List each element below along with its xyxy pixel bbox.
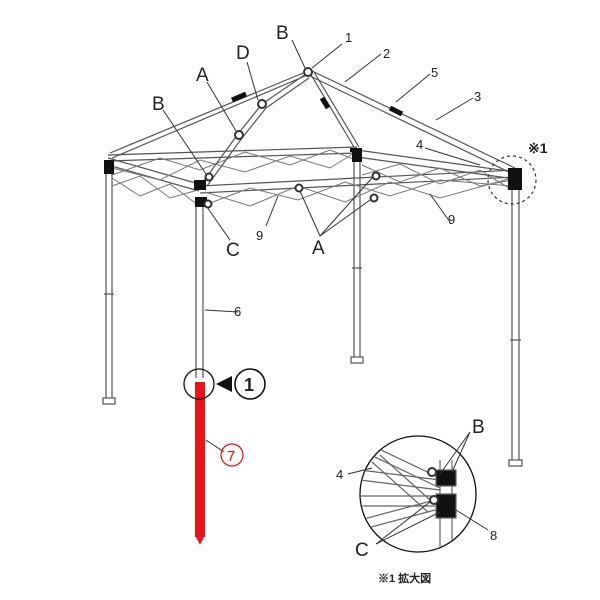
joint-D (257, 99, 267, 109)
label-B-top: B (276, 23, 289, 44)
joint-A-1 (294, 183, 304, 193)
joint-B-corner (204, 172, 214, 182)
joint-C-corner (203, 199, 213, 209)
legs (102, 162, 523, 467)
zoom-label-C: C (355, 540, 369, 561)
label-3: 3 (474, 89, 481, 104)
label-C-left: C (226, 240, 240, 261)
leg-part-7-highlight (195, 382, 205, 545)
label-5: 5 (431, 65, 438, 80)
label-9-left: 9 (256, 228, 263, 243)
joint-A-2 (371, 171, 381, 181)
zoom-inset (347, 431, 489, 553)
roof-ribs (109, 69, 516, 187)
joint-A-3 (369, 193, 379, 203)
joint-A-rib (234, 130, 244, 140)
label-7-ring (220, 443, 244, 467)
label-7: 7 (227, 448, 235, 465)
label-6: 6 (234, 304, 241, 319)
label-A-bottom: A (312, 238, 325, 259)
zoom-label-4: 4 (336, 467, 343, 482)
zoom-label-8: 8 (490, 528, 497, 543)
label-step-1: 1 (244, 375, 254, 395)
label-note-1-marker: ※1 (528, 140, 548, 156)
joints (203, 67, 381, 209)
label-2: 2 (383, 46, 390, 61)
label-B-left: B (152, 94, 165, 115)
zoom-label-B: B (472, 417, 485, 438)
label-A-left: A (196, 65, 209, 86)
zoom-caption: ※1 拡大図 (378, 571, 431, 585)
leg-joint-callout (183, 368, 215, 400)
label-1: 1 (345, 30, 352, 45)
leader-lines (162, 39, 481, 453)
corner-brackets (104, 148, 522, 207)
label-4: 4 (416, 137, 423, 152)
step-1-arrow (216, 368, 266, 400)
zoom-callout-circle (487, 155, 537, 205)
label-D: D (236, 43, 250, 64)
roof-perimeter (107, 146, 516, 194)
scissor-trusses (111, 149, 513, 207)
labels: B 1 D 2 5 A 3 B 4 ※1 9 9 C A 6 1 7 B 4 8… (152, 23, 548, 585)
label-9-right: 9 (448, 212, 455, 227)
joint-peak (303, 67, 313, 77)
